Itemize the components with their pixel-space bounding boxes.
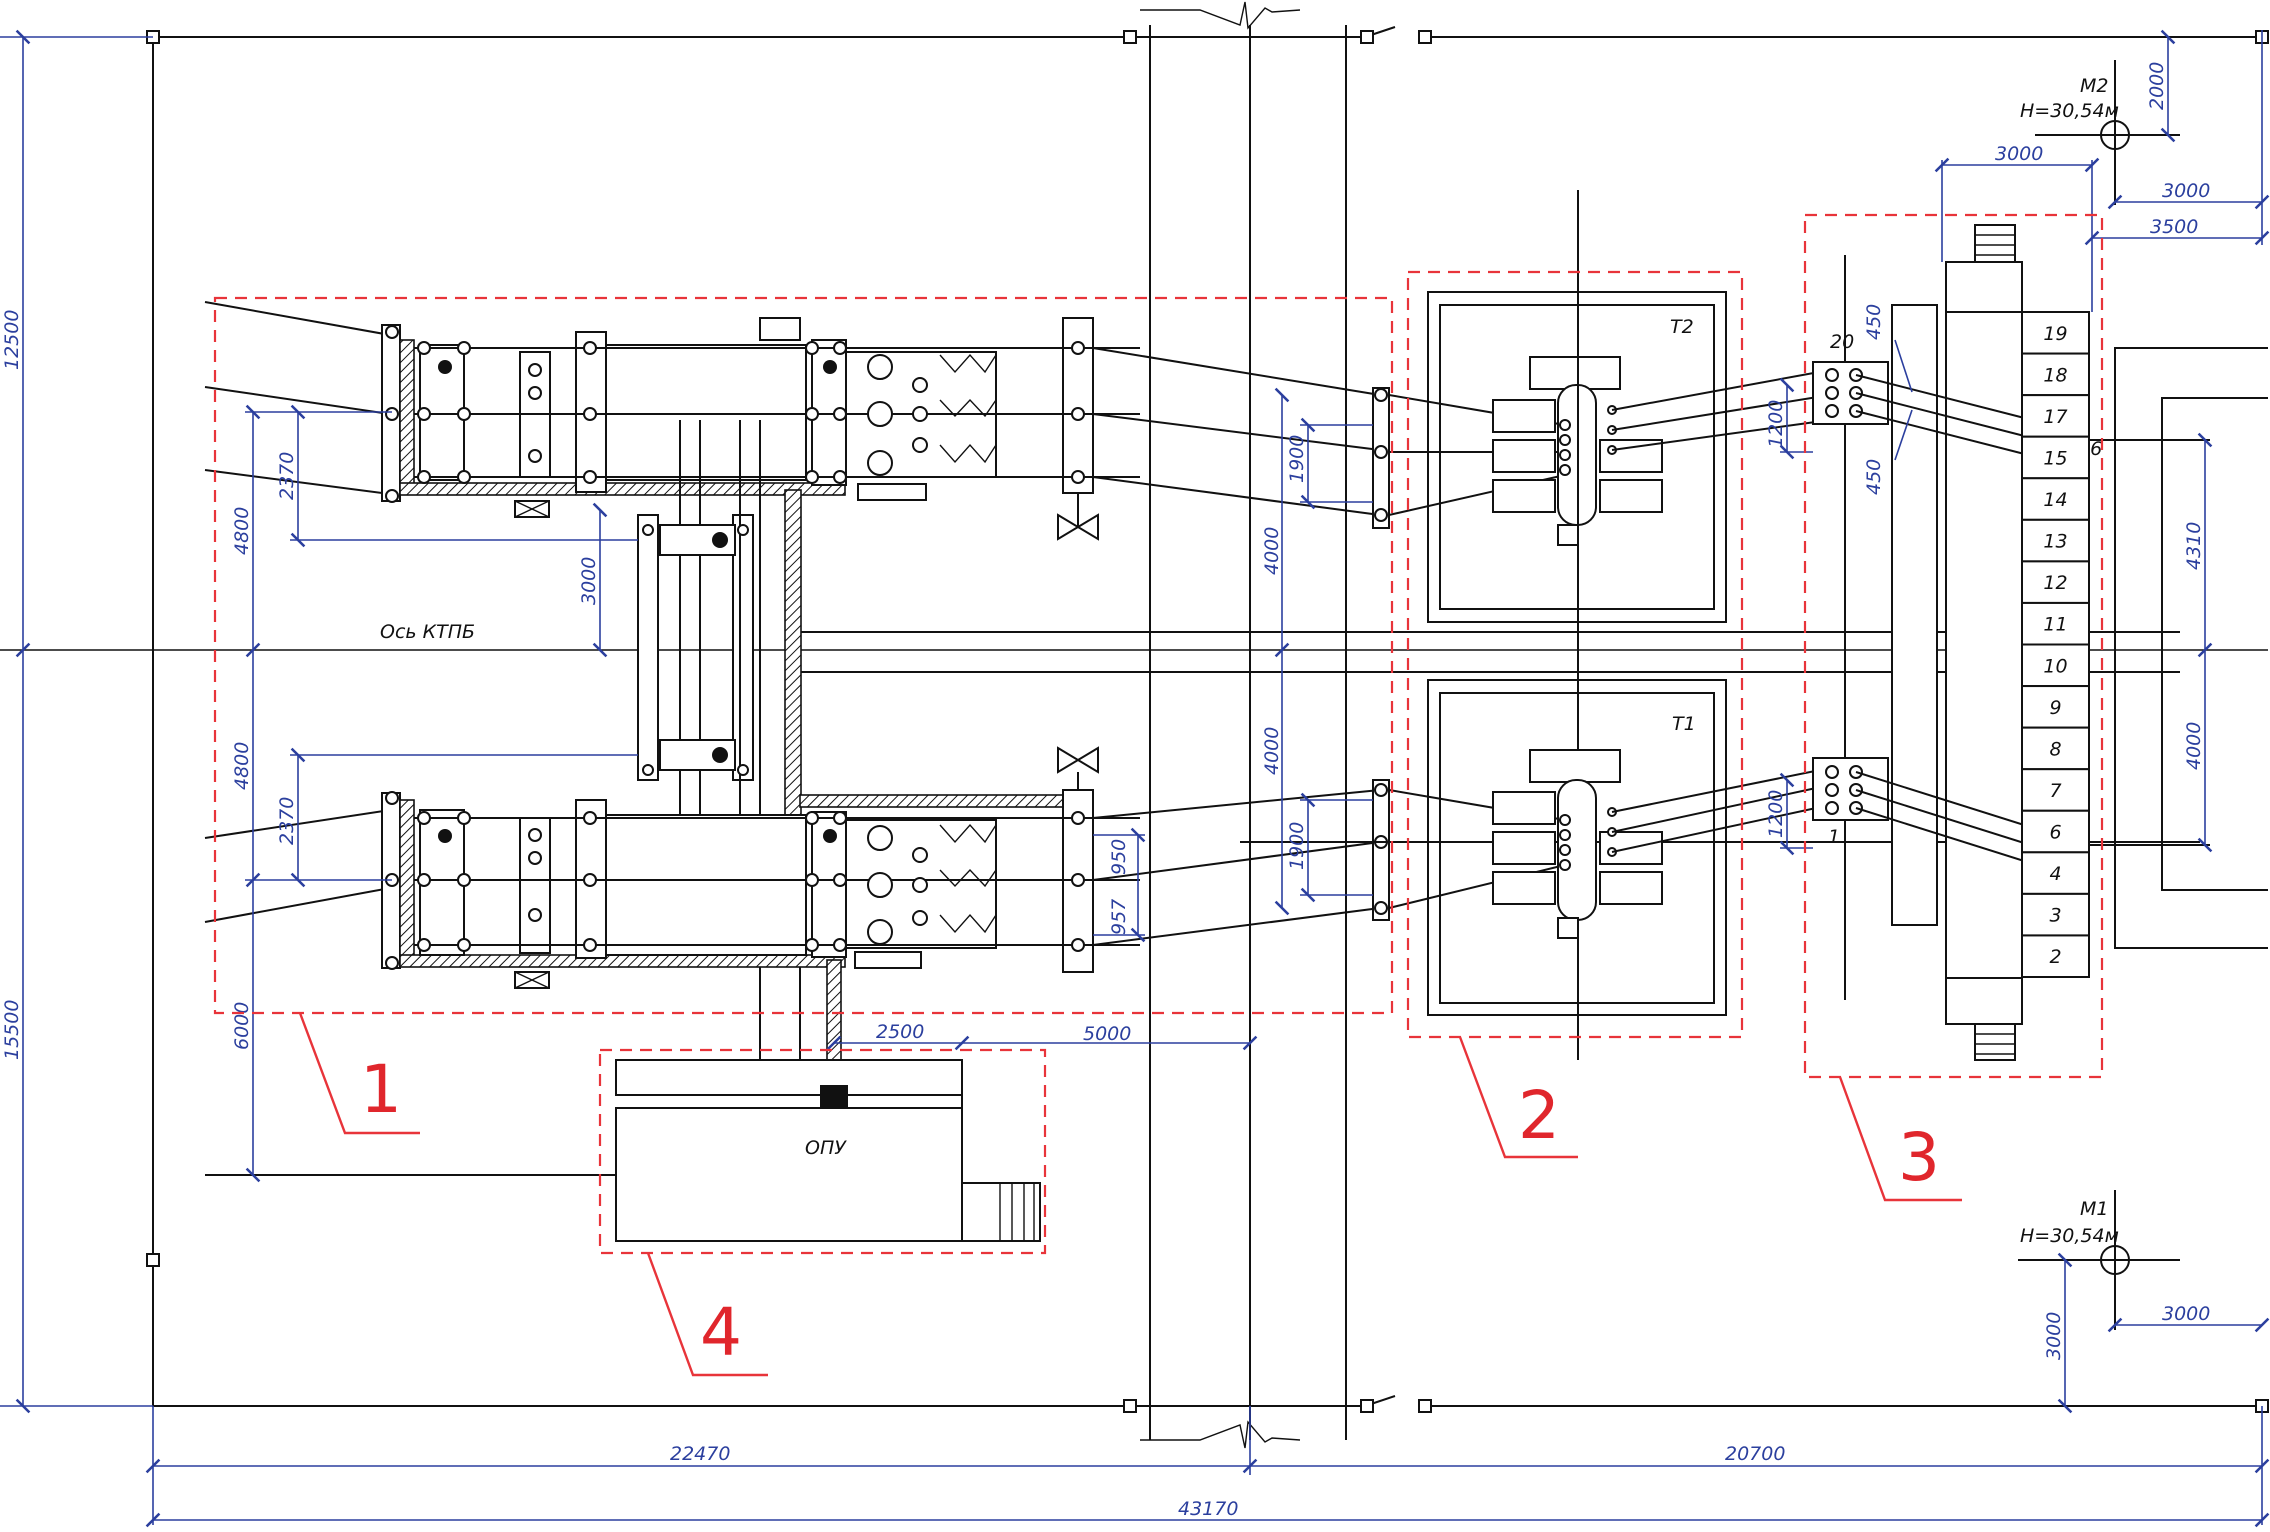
dim-2000: 2000 <box>2146 62 2168 110</box>
dim-2370-bottom: 2370 <box>276 797 298 845</box>
kru-cell <box>2021 768 2090 812</box>
kru-cell-number: 6 <box>2049 822 2061 844</box>
kru-cell-number: 12 <box>2043 572 2067 594</box>
dim-3000-bus: 3000 <box>578 557 600 605</box>
dim-1200-bottom: 1200 <box>1765 790 1787 838</box>
neighbour-building <box>2114 347 2268 949</box>
dim-3000-m1-h: 3000 <box>2162 1303 2210 1325</box>
kru-cell-number: 13 <box>2043 531 2067 553</box>
zone-outlines: 1 2 3 4 <box>213 213 2104 1377</box>
kru-cell-number: 10 <box>2043 655 2067 677</box>
dim-6000: 6000 <box>231 1002 253 1050</box>
dim-3500: 3500 <box>2150 216 2198 238</box>
kru-cell <box>2021 601 2090 646</box>
dim-left-lower: 15500 <box>1 1000 23 1060</box>
dim-4000-lower: 4000 <box>1261 727 1283 775</box>
dim-1900-top: 1900 <box>1286 435 1308 483</box>
cell-number-grid: 19 18 17 15 14 13 12 11 10 9 8 7 6 4 3 2 <box>2021 311 2090 978</box>
axis-label: Ось КТПБ <box>380 621 475 643</box>
dim-3000-kru: 3000 <box>1995 143 2043 165</box>
cell-20-label: 20 <box>1830 331 1854 353</box>
opu-label: ОПУ <box>805 1137 847 1159</box>
transformer-t1: Т1 <box>1427 679 1831 1016</box>
dim-450-bottom: 450 <box>1863 459 1885 495</box>
site-fence <box>146 26 2269 1413</box>
kru-cell-number: 11 <box>2043 614 2067 636</box>
dim-5000: 5000 <box>1083 1023 1131 1045</box>
kru-cell-number: 14 <box>2043 489 2067 511</box>
m2-name: М2 <box>2080 75 2108 97</box>
kru-cell <box>2021 851 2090 895</box>
m2-height: Н=30,54м <box>2020 100 2119 122</box>
kru-cell-number: 18 <box>2043 364 2067 386</box>
dim-bottom-total: 43170 <box>1178 1498 1238 1520</box>
kru-cell-number: 3 <box>2049 905 2061 927</box>
kru-cell-number: 15 <box>2043 447 2067 469</box>
cell-1-label: 1 <box>1828 826 1840 848</box>
mast-m1: М1 Н=30,54м <box>2018 1190 2180 1330</box>
kru-cell <box>2021 809 2090 854</box>
dim-bottom-right: 20700 <box>1725 1443 1785 1465</box>
access-road <box>1140 1 1347 1449</box>
zone-1-number: 1 <box>360 1051 402 1128</box>
zone-4-outline <box>598 1048 1047 1255</box>
dimensions: 12500 15500 22470 20700 43170 4800 4800 … <box>0 29 2270 1528</box>
kru-cell <box>2021 934 2090 978</box>
kru-cell <box>2021 685 2090 729</box>
dim-3000-m2: 3000 <box>2162 180 2210 202</box>
dim-2500: 2500 <box>876 1021 924 1043</box>
mast-m2: М2 Н=30,54м <box>2020 60 2180 205</box>
dim-3000-m1-v: 3000 <box>2043 1312 2065 1360</box>
zone-2-outline <box>1406 270 1744 1039</box>
dim-4800-bottom: 4800 <box>231 742 253 790</box>
dim-4000-right: 4000 <box>2183 722 2205 770</box>
kru-cell <box>2021 892 2090 937</box>
kru-cell-number: 8 <box>2049 738 2061 760</box>
opu-building: ОПУ <box>205 967 1041 1242</box>
dim-1200-top: 1200 <box>1765 400 1787 448</box>
kru-cell-number: 9 <box>2049 697 2061 719</box>
dim-4000-upper: 4000 <box>1261 527 1283 575</box>
zone-3-number: 3 <box>1898 1119 1940 1196</box>
dim-left-upper: 12500 <box>1 310 23 370</box>
ktpb-axis: Ось КТПБ <box>0 621 2268 651</box>
dim-4310: 4310 <box>2183 522 2205 570</box>
dim-bottom-left: 22470 <box>670 1443 730 1465</box>
kru-cell-number: 2 <box>2049 946 2061 968</box>
dim-950: 950 <box>1108 839 1130 875</box>
transformer-t2: Т2 <box>1427 190 1831 1060</box>
dim-450-top: 450 <box>1863 304 1885 340</box>
m1-name: М1 <box>2080 1198 2108 1220</box>
zone-3-outline <box>1803 213 2104 1079</box>
kru-cell <box>2021 435 2090 480</box>
dim-1900-bottom: 1900 <box>1286 822 1308 870</box>
kru-cell <box>2021 726 2090 771</box>
dim-957: 957 <box>1108 899 1130 935</box>
dim-2370-top: 2370 <box>276 452 298 500</box>
kru-cell-number: 19 <box>2043 323 2067 345</box>
kru-cell-number: 4 <box>2049 863 2061 885</box>
kru-cell <box>2021 394 2090 438</box>
t2-label: Т2 <box>1670 316 1694 338</box>
upper-bay <box>204 301 1140 541</box>
t1-label: Т1 <box>1672 713 1696 735</box>
m1-height: Н=30,54м <box>2020 1225 2119 1247</box>
lower-bay <box>204 746 1140 1071</box>
zone-4-number: 4 <box>700 1294 742 1371</box>
zone-1-switchgear <box>204 301 2200 1071</box>
zone-1-outline <box>213 296 1394 1015</box>
zone-2-number: 2 <box>1518 1077 1560 1154</box>
kru-cell <box>2021 643 2090 688</box>
kru-cell-number: 7 <box>2049 780 2061 802</box>
dim-4800-top: 4800 <box>231 507 253 555</box>
kru-cell-number: 17 <box>2043 406 2067 428</box>
